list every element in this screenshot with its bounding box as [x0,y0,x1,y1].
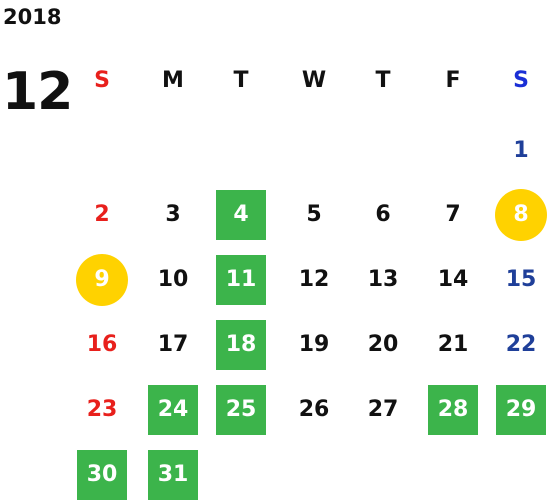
day-cell-23[interactable]: 23 [86,397,118,422]
day-cell-3[interactable]: 3 [165,202,181,227]
day-cell-31[interactable]: 31 [148,450,198,500]
weekday-label: S [513,68,529,93]
weekday-label: F [445,68,461,93]
day-cell-20[interactable]: 20 [367,332,399,357]
day-cell-13[interactable]: 13 [367,267,399,292]
day-cell-6[interactable]: 6 [375,202,391,227]
day-cell-17[interactable]: 17 [157,332,189,357]
day-cell-25[interactable]: 25 [216,385,266,435]
day-cell-14[interactable]: 14 [437,267,469,292]
year-label: 2018 [3,5,62,29]
day-cell-29[interactable]: 29 [496,385,546,435]
day-cell-12[interactable]: 12 [298,267,330,292]
day-cell-8[interactable]: 8 [495,189,547,241]
day-cell-27[interactable]: 27 [367,397,399,422]
day-cell-18[interactable]: 18 [216,320,266,370]
day-cell-26[interactable]: 26 [298,397,330,422]
day-cell-24[interactable]: 24 [148,385,198,435]
month-number: 12 [2,62,73,122]
day-cell-19[interactable]: 19 [298,332,330,357]
day-cell-4[interactable]: 4 [216,190,266,240]
weekday-label: M [162,68,184,93]
day-cell-9[interactable]: 9 [76,254,128,306]
weekday-label: T [375,68,391,93]
day-cell-10[interactable]: 10 [157,267,189,292]
day-cell-30[interactable]: 30 [77,450,127,500]
day-cell-15[interactable]: 15 [505,267,537,292]
day-cell-11[interactable]: 11 [216,255,266,305]
day-cell-28[interactable]: 28 [428,385,478,435]
day-cell-1[interactable]: 1 [513,138,529,163]
weekday-label: W [301,68,327,93]
weekday-label: S [94,68,110,93]
day-cell-5[interactable]: 5 [306,202,322,227]
day-cell-16[interactable]: 16 [86,332,118,357]
weekday-label: T [233,68,249,93]
day-cell-21[interactable]: 21 [437,332,469,357]
day-cell-7[interactable]: 7 [445,202,461,227]
day-cell-22[interactable]: 22 [505,332,537,357]
day-cell-2[interactable]: 2 [94,202,110,227]
